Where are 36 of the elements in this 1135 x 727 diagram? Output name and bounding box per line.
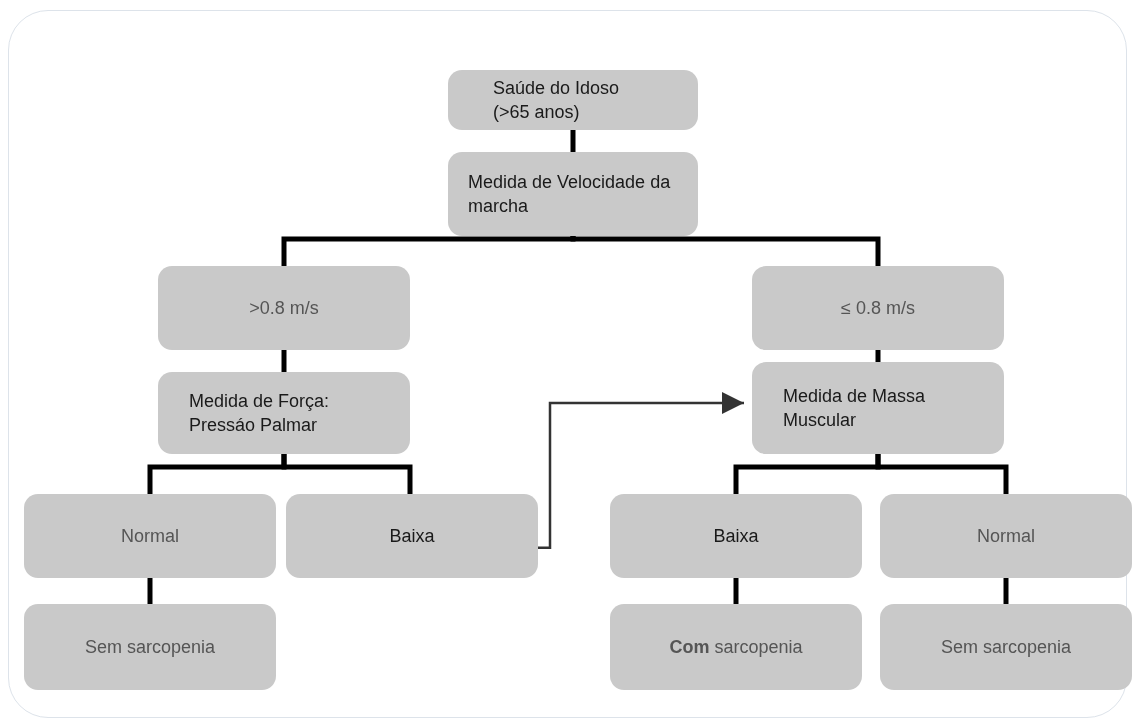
box-label: >0.8 m/s bbox=[249, 296, 319, 320]
connector-line bbox=[875, 454, 1009, 494]
connector-line bbox=[570, 235, 881, 266]
box-label: Normal bbox=[977, 524, 1035, 548]
process-box bbox=[286, 494, 538, 578]
process-box bbox=[880, 494, 1132, 578]
box-label: Com sarcopenia bbox=[669, 635, 803, 659]
box-label: Sem sarcopenia bbox=[940, 635, 1072, 659]
connector-line bbox=[281, 350, 287, 372]
box-label: Baixa bbox=[389, 524, 435, 548]
process-box bbox=[158, 372, 410, 454]
connector-line bbox=[147, 578, 153, 604]
process-box bbox=[610, 494, 862, 578]
box-label: Normal bbox=[121, 524, 179, 548]
process-box bbox=[158, 266, 410, 350]
process-box bbox=[448, 152, 698, 236]
connector-line bbox=[733, 578, 739, 604]
connector-line bbox=[875, 350, 881, 362]
process-box bbox=[448, 70, 698, 130]
process-box bbox=[24, 604, 276, 690]
box-label: Saúde do Idoso (>65 anos) bbox=[493, 76, 621, 124]
process-box bbox=[880, 604, 1132, 690]
process-box bbox=[24, 494, 276, 578]
connector-line bbox=[570, 130, 576, 152]
box-label: Sem sarcopenia bbox=[84, 635, 216, 659]
process-box bbox=[752, 266, 1004, 350]
box-label: Medida de Força: Pressáo Palmar bbox=[189, 389, 331, 437]
connector-line bbox=[1003, 578, 1009, 604]
connector-line bbox=[281, 454, 413, 494]
box-label: Medida de Massa Muscular bbox=[783, 384, 927, 432]
process-box bbox=[610, 604, 862, 690]
box-label: Baixa bbox=[713, 524, 759, 548]
box-label: Medida de Velocidade da marcha bbox=[468, 170, 672, 218]
arrow bbox=[538, 392, 744, 549]
process-box bbox=[752, 362, 1004, 454]
box-label: ≤ 0.8 m/s bbox=[841, 296, 915, 320]
